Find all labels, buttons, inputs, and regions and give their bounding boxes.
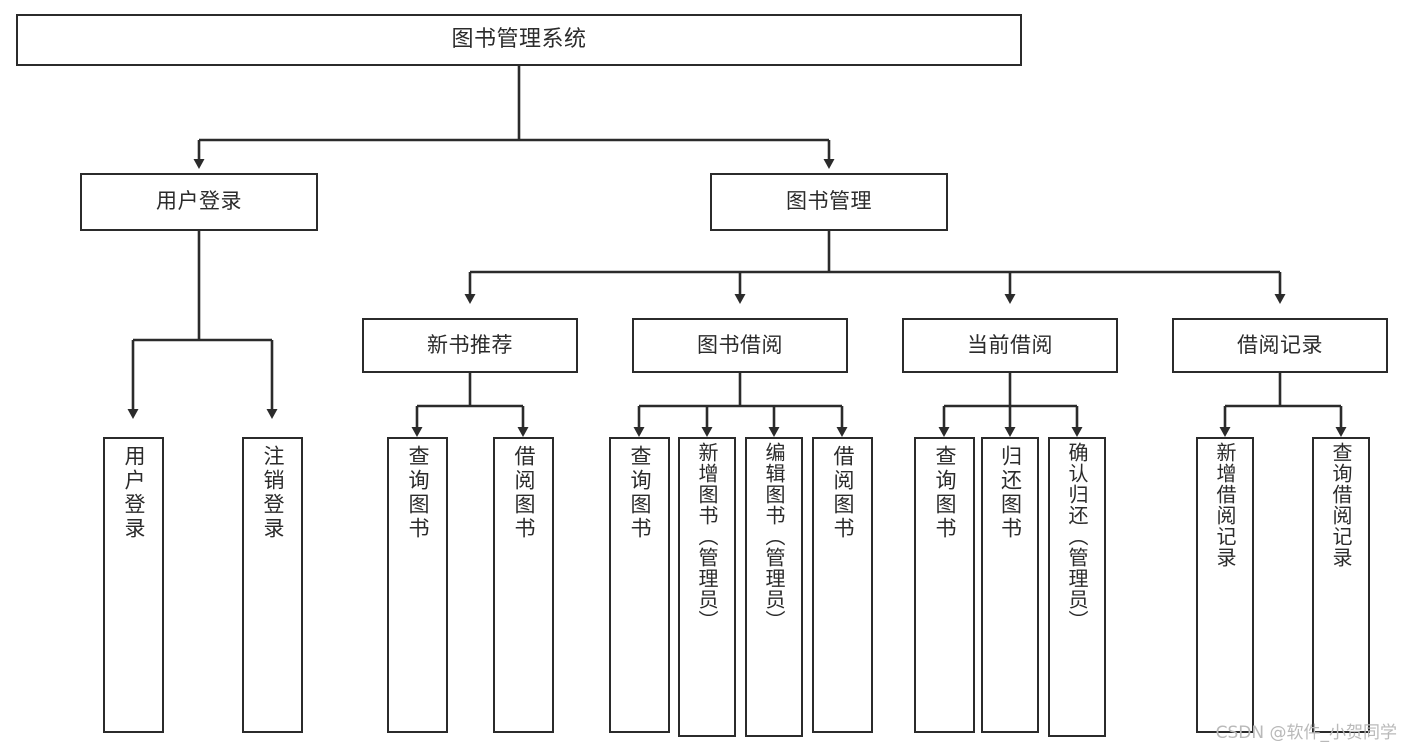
node-current-borrow[interactable]: 当前借阅 (902, 318, 1118, 373)
node-leaf-newbook-borrow-label: 借阅图书 (512, 445, 536, 541)
node-leaf-user-logout[interactable]: 注销登录 (242, 437, 303, 733)
node-borrow-record[interactable]: 借阅记录 (1172, 318, 1388, 373)
node-leaf-user-login-label: 用户登录 (122, 445, 146, 541)
node-root[interactable]: 图书管理系统 (16, 14, 1022, 66)
node-book-management[interactable]: 图书管理 (710, 173, 948, 231)
node-book-management-label: 图书管理 (786, 189, 872, 214)
node-leaf-borrow-book[interactable]: 借阅图书 (812, 437, 873, 733)
node-leaf-borrow-edit[interactable]: 编辑图书（管理员） (745, 437, 803, 737)
node-leaf-record-query-label: 查询借阅记录 (1329, 442, 1353, 568)
node-leaf-borrow-add-label: 新增图书（管理员） (695, 442, 719, 631)
csdn-watermark: CSDN @软件_小贺同学 (1215, 723, 1397, 743)
node-leaf-current-return-label: 归还图书 (998, 445, 1023, 541)
node-user-login-label: 用户登录 (156, 189, 242, 214)
node-book-borrow-label: 图书借阅 (697, 332, 783, 357)
node-leaf-record-add[interactable]: 新增借阅记录 (1196, 437, 1254, 733)
node-leaf-borrow-query-label: 查询图书 (628, 445, 652, 541)
node-leaf-current-confirm-return[interactable]: 确认归还（管理员） (1048, 437, 1106, 737)
node-current-borrow-label: 当前借阅 (967, 332, 1053, 357)
node-book-borrow[interactable]: 图书借阅 (632, 318, 848, 373)
node-leaf-borrow-add[interactable]: 新增图书（管理员） (678, 437, 736, 737)
node-leaf-user-logout-label: 注销登录 (261, 445, 285, 541)
node-leaf-record-query[interactable]: 查询借阅记录 (1312, 437, 1370, 733)
node-new-book-recommend-label: 新书推荐 (427, 332, 513, 357)
node-root-label: 图书管理系统 (451, 26, 587, 52)
node-leaf-borrow-edit-label: 编辑图书（管理员） (762, 442, 786, 631)
node-leaf-record-add-label: 新增借阅记录 (1213, 442, 1237, 568)
node-leaf-borrow-book-label: 借阅图书 (831, 445, 855, 541)
node-leaf-newbook-query-label: 查询图书 (406, 445, 430, 541)
node-user-login[interactable]: 用户登录 (80, 173, 318, 231)
node-leaf-current-return[interactable]: 归还图书 (981, 437, 1039, 733)
node-new-book-recommend[interactable]: 新书推荐 (362, 318, 578, 373)
node-leaf-borrow-query[interactable]: 查询图书 (609, 437, 670, 733)
node-leaf-current-confirm-return-label: 确认归还（管理员） (1065, 442, 1089, 631)
node-leaf-current-query[interactable]: 查询图书 (914, 437, 975, 733)
node-leaf-current-query-label: 查询图书 (933, 445, 957, 541)
node-leaf-newbook-query[interactable]: 查询图书 (387, 437, 448, 733)
node-borrow-record-label: 借阅记录 (1237, 332, 1323, 357)
node-leaf-newbook-borrow[interactable]: 借阅图书 (493, 437, 554, 733)
node-leaf-user-login[interactable]: 用户登录 (103, 437, 164, 733)
